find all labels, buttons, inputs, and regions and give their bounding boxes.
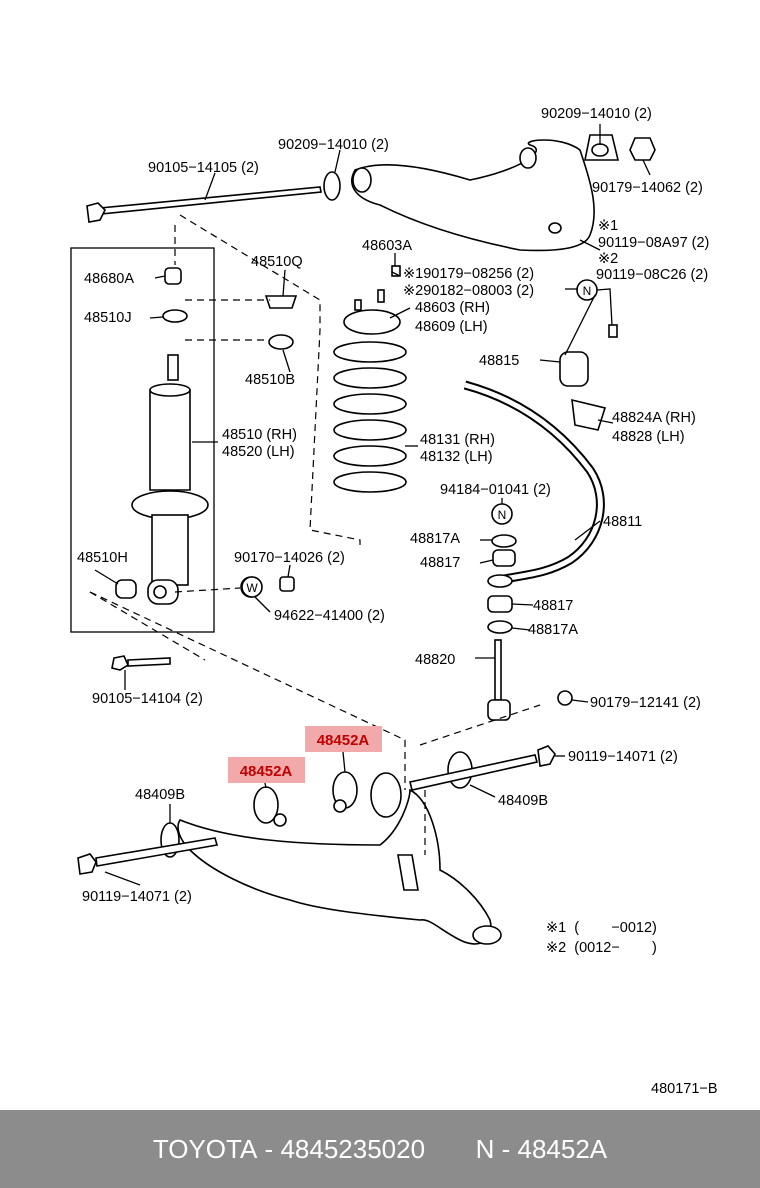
bolt-90105-14105 — [86, 171, 341, 223]
label-48824A: 48824A (RH) — [612, 410, 696, 426]
label-48409B-left: 48409B — [135, 787, 185, 803]
bushing-48510H — [115, 579, 137, 599]
stabilizer-bar — [463, 380, 605, 585]
label-90179-12141: 90179−12141 (2) — [590, 695, 701, 711]
spring-upper-seat — [343, 265, 401, 335]
label-48817A-bottom: 48817A — [528, 622, 578, 638]
label-94622-41400: 94622−41400 (2) — [274, 608, 385, 624]
label-290182-08003: ※290182−08003 (2) — [403, 283, 534, 299]
bolt-90119-14071-right — [409, 745, 556, 791]
label-90170-14026: 90170−14026 (2) — [234, 550, 345, 566]
label-90209-14010-left: 90209−14010 (2) — [278, 137, 389, 153]
footer-brand: TOYOTA — [152, 1133, 258, 1164]
bushing-48510Q — [264, 295, 298, 309]
stopper-48680A — [164, 267, 182, 285]
guide-line-8 — [419, 704, 541, 746]
guide-line-1 — [179, 214, 361, 545]
label-48609: 48609 (LH) — [415, 319, 488, 335]
label-48510H: 48510H — [77, 550, 128, 566]
label-48820: 48820 — [415, 652, 455, 668]
note-2: ※2 (0012− ) — [546, 940, 657, 956]
leader-lines — [94, 124, 651, 886]
label-48680A: 48680A — [84, 271, 134, 287]
label-48409B-right: 48409B — [498, 793, 548, 809]
label-48520: 48520 (LH) — [222, 444, 295, 460]
label-90119-08C26: 90119−08C26 (2) — [596, 267, 708, 283]
shock-absorber — [131, 354, 209, 605]
link-cushions — [487, 534, 517, 634]
label-94184-01041: 94184−01041 (2) — [440, 482, 551, 498]
cam-48452A-1 — [253, 786, 287, 827]
label-48452A-2: 48452A — [240, 763, 293, 780]
lower-control-arm — [177, 772, 502, 945]
label-48815: 48815 — [479, 353, 519, 369]
bushing-48815 — [559, 351, 589, 387]
label-mark1: ※1 — [598, 218, 618, 234]
label-48817A-top: 48817A — [410, 531, 460, 547]
guide-line-6 — [89, 591, 206, 661]
shock-group-box — [70, 247, 215, 633]
label-48811: 48811 — [603, 514, 642, 530]
guide-line-5 — [89, 591, 406, 790]
footer-gap — [425, 1134, 476, 1165]
label-90119-14071-right: 90119−14071 (2) — [568, 749, 678, 765]
bushing-48510J — [162, 309, 188, 323]
w-symbol: W — [246, 581, 258, 595]
label-90119-14071-left: 90119−14071 (2) — [82, 889, 192, 905]
stabilizer-link-48820 — [487, 639, 573, 721]
footer-sep: - — [257, 1133, 281, 1164]
label-48510J: 48510J — [84, 310, 132, 326]
bushing-48510B — [268, 334, 294, 350]
bushing-90209-top — [584, 134, 620, 161]
parts-diagram: N N W — [70, 106, 718, 1097]
label-90179-14062: 90179−14062 (2) — [592, 180, 703, 196]
footer-ref: N - 48452A — [475, 1133, 608, 1164]
highlight-box-1 — [305, 726, 382, 752]
bolt-90119-14071-left — [77, 837, 219, 875]
diagram-code: 480171−B — [651, 1081, 718, 1097]
label-48603: 48603 (RH) — [415, 300, 490, 316]
footer-bar: TOYOTA - 4845235020 N - 48452A — [0, 1110, 760, 1188]
label-48603A: 48603A — [362, 238, 412, 254]
coil-spring — [333, 341, 407, 493]
n-symbol-top: N — [583, 284, 592, 298]
n-symbol-mid: N — [498, 508, 507, 522]
label-48828: 48828 (LH) — [612, 429, 685, 445]
label-48452A-1: 48452A — [317, 732, 370, 749]
guide-line-7 — [174, 587, 241, 593]
label-48131: 48131 (RH) — [420, 432, 495, 448]
nut-90170-14026 — [279, 576, 295, 592]
label-48132: 48132 (LH) — [420, 449, 493, 465]
label-90119-08A97: 90119−08A97 (2) — [598, 235, 709, 251]
bracket-48824A — [571, 398, 607, 431]
nut-90179-14062 — [629, 137, 656, 161]
label-48510: 48510 (RH) — [222, 427, 297, 443]
label-48510B: 48510B — [245, 372, 295, 388]
label-190179-08256: ※190179−08256 (2) — [403, 266, 534, 282]
upper-control-arm — [351, 139, 595, 252]
footer-part-number: 4845235020 — [280, 1133, 426, 1164]
label-48817-top: 48817 — [420, 555, 460, 571]
label-90105-14104: 90105−14104 (2) — [92, 691, 203, 707]
label-mark2: ※2 — [598, 251, 618, 267]
w-marker — [241, 576, 263, 598]
note-1: ※1 ( −0012) — [546, 920, 657, 936]
label-48817-bottom: 48817 — [533, 598, 573, 614]
label-90105-14105: 90105−14105 (2) — [148, 160, 259, 176]
label-90209-14010-top: 90209−14010 (2) — [541, 106, 652, 122]
bolt-90119-08C26 — [608, 324, 618, 338]
highlight-box-2 — [228, 757, 305, 783]
cam-48452A-2 — [332, 771, 358, 813]
bolt-90105-14104 — [111, 655, 171, 671]
label-48510Q: 48510Q — [251, 254, 303, 270]
